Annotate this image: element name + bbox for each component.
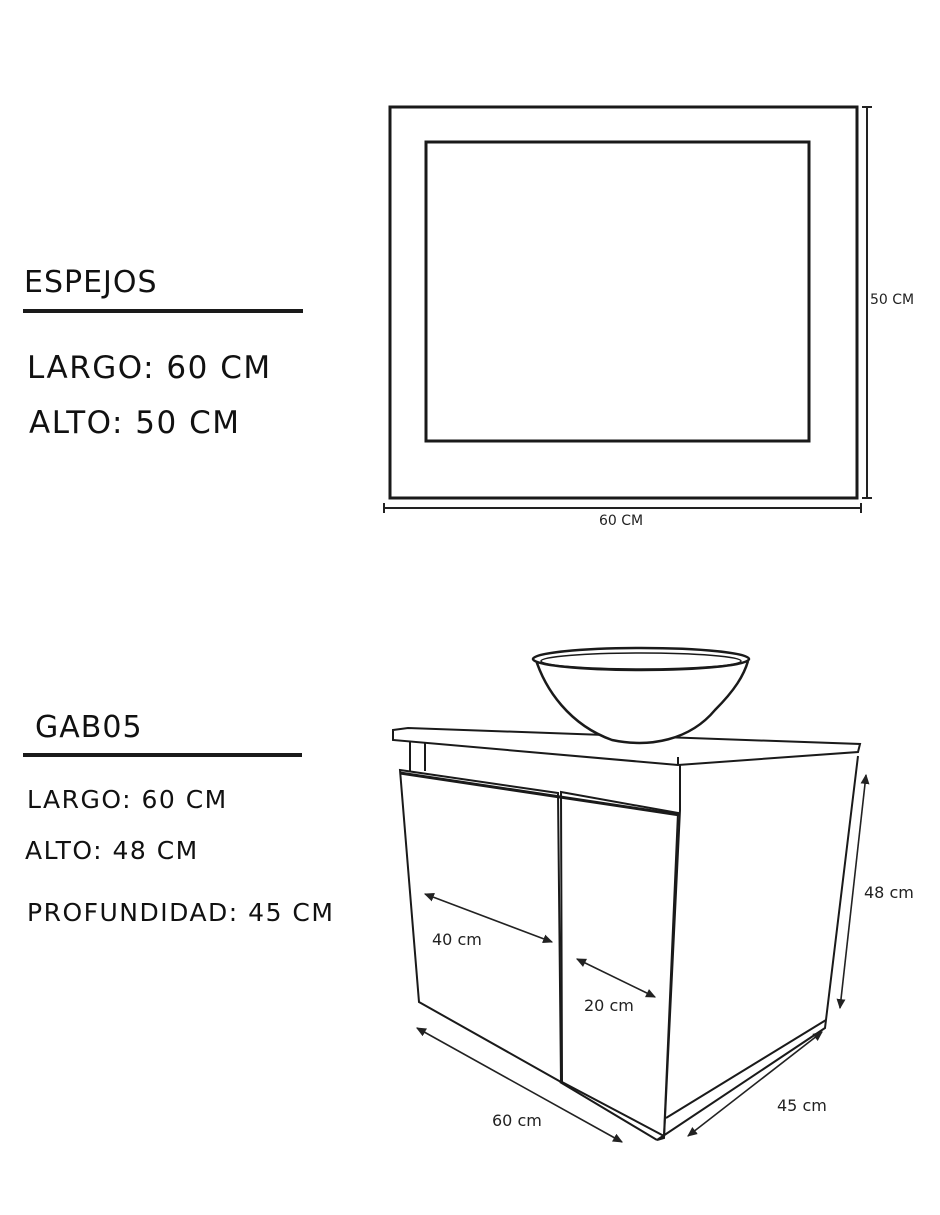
mirror-alto: ALTO: 50 CM [29, 405, 241, 441]
door-width-label: 40 cm [432, 930, 482, 949]
mirror-glass [424, 140, 811, 443]
cabinet-profundidad: PROFUNDIDAD: 45 CM [27, 898, 335, 927]
height-label: 48 cm [864, 883, 914, 902]
depth-label: 45 cm [777, 1096, 827, 1115]
sink-rim-inner [540, 652, 742, 670]
door-width-arrow [423, 892, 554, 944]
mirror-width-label: 60 CM [599, 513, 643, 529]
mirror-outer-frame [388, 105, 859, 500]
cabinet-dimensions [416, 773, 870, 1143]
door-depth-label: 20 cm [584, 996, 634, 1015]
mirror-title: ESPEJOS [24, 265, 158, 300]
cabinet-title: GAB05 [35, 710, 143, 745]
handle-groove [399, 771, 681, 817]
width-arrow [416, 1027, 623, 1143]
left-door [398, 768, 563, 1084]
sink-bowl [533, 656, 750, 745]
cabinet-side [656, 755, 859, 1141]
mirror-largo: LARGO: 60 CM [27, 350, 272, 386]
vessel-sink [531, 646, 751, 745]
cabinet-alto: ALTO: 48 CM [25, 836, 199, 865]
cabinet-base-front [559, 1081, 658, 1141]
cabinet-largo: LARGO: 60 CM [27, 785, 228, 814]
door-depth-arrow [575, 958, 657, 998]
mirror-title-underline [23, 309, 303, 313]
height-arrow [836, 773, 870, 1010]
right-door [559, 790, 680, 1138]
depth-arrow [687, 1031, 823, 1137]
cabinet-title-underline [23, 753, 302, 757]
mirror-drawing: 50 CM 60 CM [383, 105, 914, 529]
width-label: 60 cm [492, 1111, 542, 1130]
mirror-height-label: 50 CM [870, 292, 914, 308]
